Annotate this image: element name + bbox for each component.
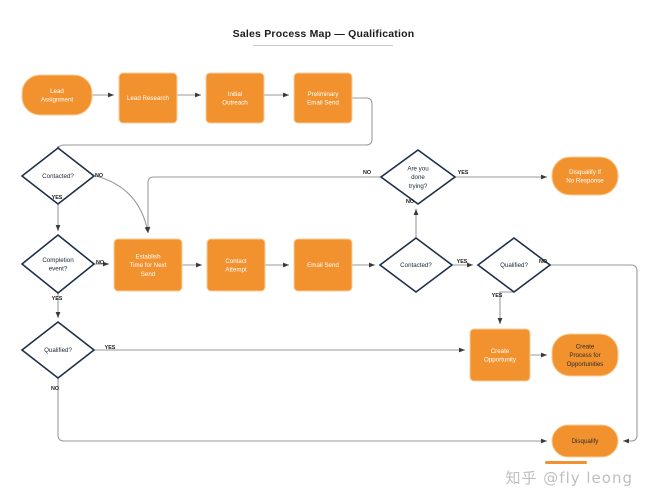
edge-preliminary-email-to-contacted1 (55, 97, 373, 152)
edge-label-qualified1-no: NO (51, 386, 59, 392)
edge-layer (55, 92, 638, 444)
node-shape-diamond (20, 233, 96, 295)
edge-label-done-yes: YES (458, 170, 469, 176)
edge-label-contacted1-no: NO (95, 173, 103, 179)
node-label-contacted-1: Contacted? (42, 173, 74, 180)
node-label-lead-research: Lead Research (127, 95, 170, 102)
node-shape-diamond (379, 149, 457, 205)
edge-qualified2-yes-to-create-opportunity (497, 291, 514, 324)
edge-label-contacted1-yes: YES (52, 195, 63, 201)
edge-label-contacted2-yes: YES (457, 259, 468, 265)
node-shape-rect (293, 238, 353, 292)
node-label-qualified-1: Qualified? (44, 347, 72, 354)
node-disqualify[interactable]: Disqualify (551, 424, 619, 458)
edge-qualified2-no-to-disqualify (550, 264, 638, 444)
edge-label-contacted2-no: NO (406, 199, 414, 205)
node-shape-rect (469, 328, 531, 382)
edge-label-qualified2-yes: YES (492, 293, 503, 299)
node-shape-diamond (476, 237, 552, 293)
edge-label-done-no-left: NO (363, 170, 371, 176)
node-shape-rect (118, 72, 178, 124)
node-label-contacted-2: Contacted? (400, 262, 432, 269)
edge-qualified1-no-to-disqualify (57, 378, 547, 444)
node-label-email-send: Email Send (307, 262, 339, 269)
node-shape-pill (551, 424, 619, 458)
node-shape-diamond (20, 146, 96, 206)
node-qualified-2[interactable]: Qualified? (476, 237, 552, 293)
node-contacted-1[interactable]: Contacted? (20, 146, 96, 206)
edge-label-qualified1-yes: YES (105, 345, 116, 351)
edge-label-qualified2-no: NO (539, 259, 547, 265)
node-shape-rect (206, 238, 266, 292)
title-underline (253, 45, 393, 46)
node-shape-diamond (20, 320, 96, 380)
edge-label-completion-no: NO (96, 260, 104, 266)
node-email-send[interactable]: Email Send (293, 238, 353, 292)
node-shape-pill (21, 74, 93, 116)
node-contacted-2[interactable]: Contacted? (378, 237, 454, 293)
node-shape-pill (551, 156, 619, 196)
watermark: 知乎 @fly leong (505, 469, 633, 487)
edge-contacted1-no-to-establish (95, 175, 150, 234)
node-shape-pill (551, 333, 619, 377)
node-shape-rect (113, 238, 183, 292)
node-shape-diamond (378, 237, 454, 293)
node-qualified-1[interactable]: Qualified? (20, 320, 96, 380)
edge-label-layer: NO YES NO YES YES NO NO YES NO YES YES NO (51, 170, 547, 392)
node-shape-rect (293, 72, 353, 124)
edge-label-completion-yes: YES (52, 296, 63, 302)
node-label-qualified-2: Qualified? (500, 262, 528, 269)
node-label-disqualify: Disqualify (572, 438, 600, 445)
watermark-accent-bar (545, 461, 587, 464)
page-title: Sales Process Map — Qualification (232, 28, 415, 40)
edge-are-you-done-no-to-establish (145, 176, 381, 233)
node-shape-rect (205, 72, 265, 124)
node-lead-research[interactable]: Lead Research (118, 72, 178, 124)
